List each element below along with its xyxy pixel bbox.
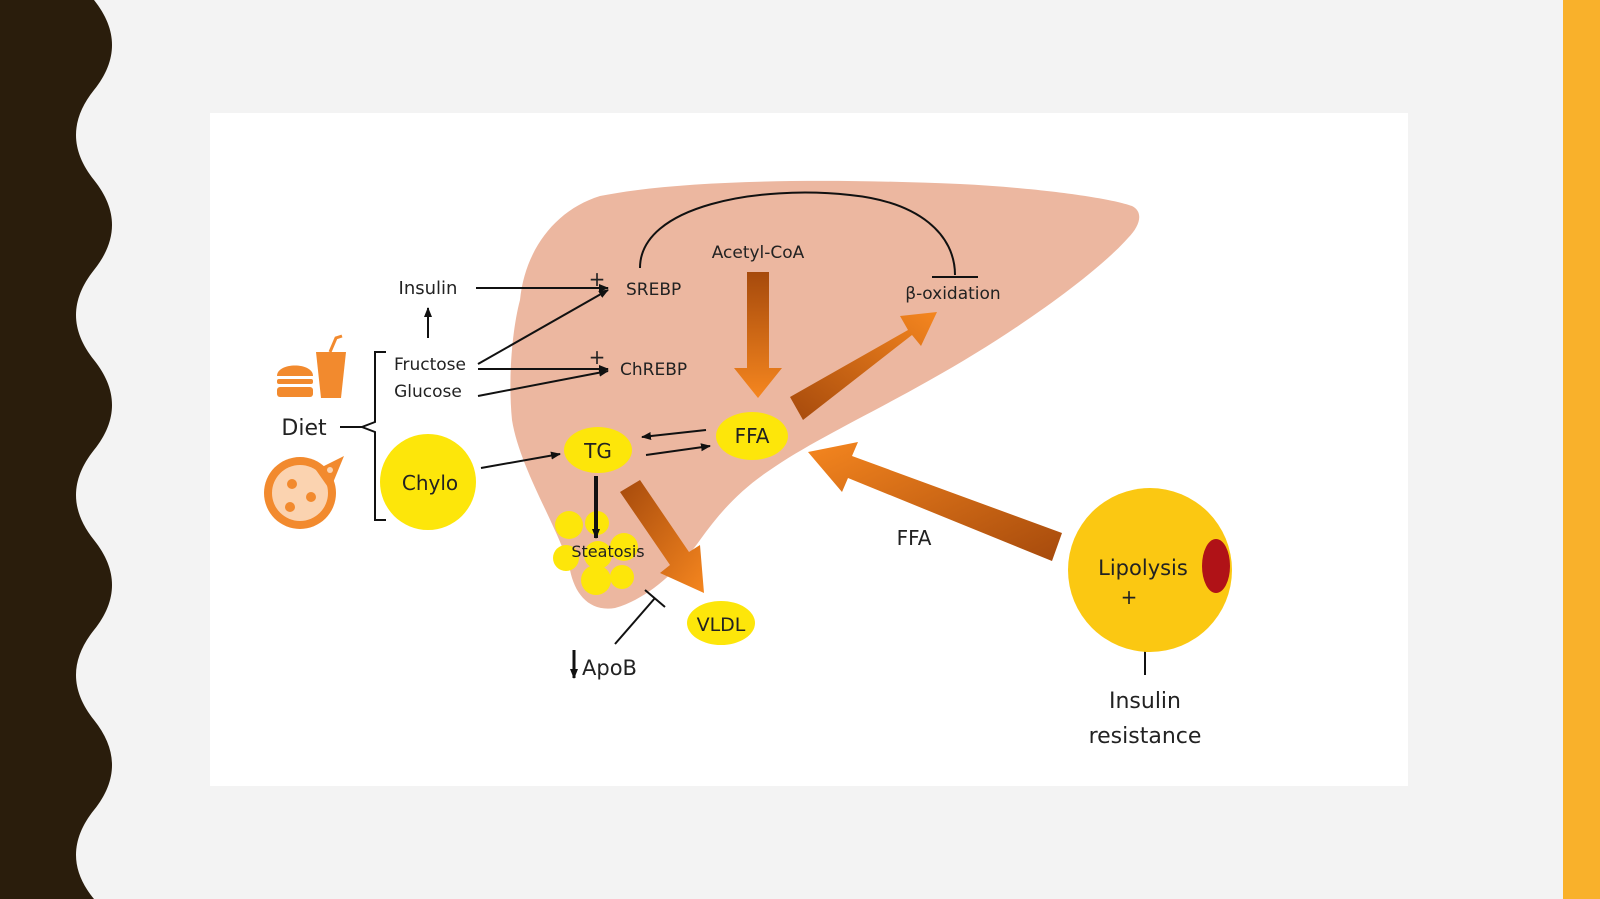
insulin-resistance-line1: Insulin [1109, 689, 1181, 714]
steatosis-label: Steatosis [571, 542, 644, 561]
ffa-liver-label: FFA [735, 424, 770, 448]
apob-label: ApoB [582, 656, 637, 680]
tg-node [564, 427, 632, 473]
diet-label: Diet [281, 416, 327, 441]
chrebp-label: ChREBP [620, 360, 687, 380]
lipolysis-label: Lipolysis [1098, 556, 1188, 580]
lipolysis-plus-sign: + [1121, 585, 1138, 609]
adipose-nucleus [1202, 539, 1230, 593]
tg-to-vldl-arrow [620, 480, 704, 593]
chylo-node [380, 434, 476, 530]
vldl-label: VLDL [697, 614, 746, 636]
apob-inhibition-bar [644, 589, 666, 608]
left-wave-border [0, 0, 112, 899]
ffa-to-beta-oxidation-arrow [790, 312, 937, 420]
chrebp-plus-sign: + [589, 345, 606, 369]
insulin-label: Insulin [399, 278, 458, 299]
fructose-label: Fructose [394, 355, 466, 375]
vldl-node [687, 601, 755, 645]
acetyl-coa-label: Acetyl-CoA [712, 243, 805, 263]
acetyl-coa-to-ffa-arrow [734, 272, 782, 398]
srebp-plus-sign: + [589, 267, 606, 291]
srebp-label: SREBP [626, 280, 681, 300]
fast-food-icon [277, 334, 346, 398]
ffa-node [716, 412, 788, 460]
beta-oxidation-label: β-oxidation [905, 284, 1000, 304]
pizza-icon [264, 456, 344, 529]
tg-label: TG [583, 439, 612, 463]
ffa-flow-label: FFA [897, 526, 932, 550]
insulin-resistance-line2: resistance [1089, 724, 1202, 749]
srebp-inhibits-beta-oxidation-line [639, 191, 956, 276]
steatosis-droplets [553, 511, 638, 595]
apob-inhibition-line [614, 597, 656, 645]
right-accent-bar [1563, 0, 1600, 899]
chylo-label: Chylo [402, 471, 458, 495]
adipose-cell [1068, 488, 1232, 652]
adipose-ffa-to-liver-arrow [808, 442, 1062, 561]
glucose-label: Glucose [394, 382, 462, 402]
